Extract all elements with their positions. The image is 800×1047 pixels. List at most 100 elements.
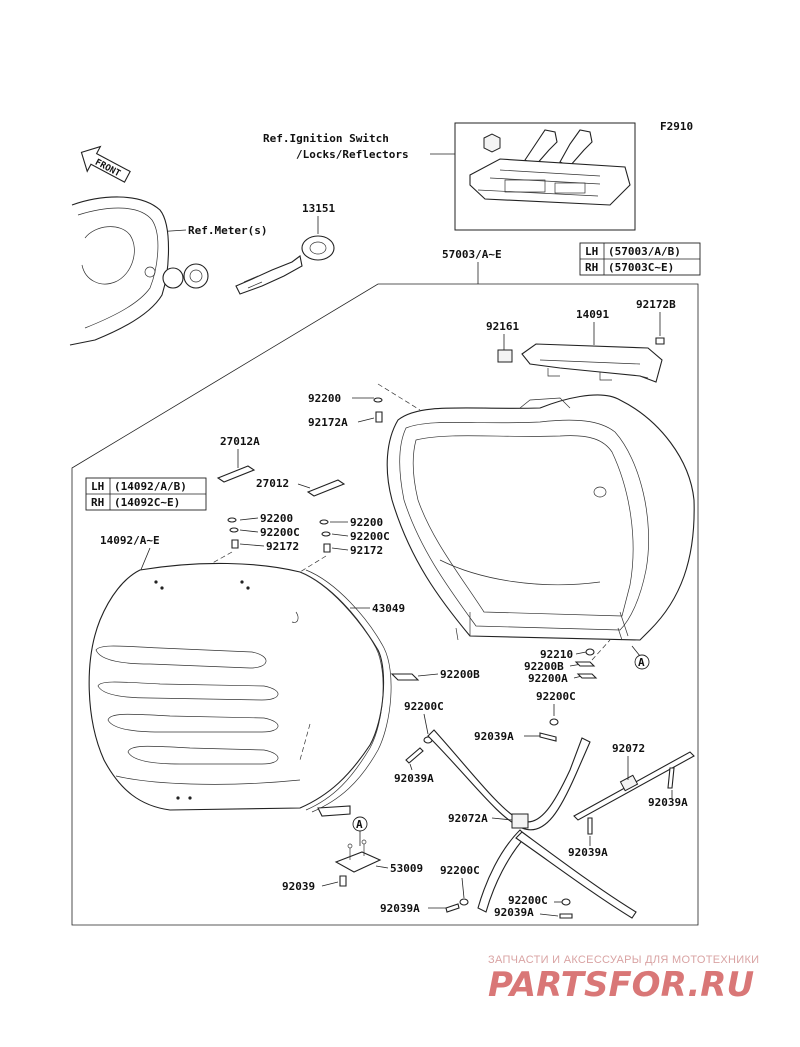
bracket-27012A [216, 465, 256, 483]
screw-icon [655, 337, 665, 345]
assembly-frame [71, 283, 699, 926]
callout-92172-right: 92172 [350, 544, 383, 557]
figure-code: F2910 [660, 120, 693, 133]
callout-92200C-b: 92200C [404, 700, 444, 713]
callout-92072A: 92072A [448, 812, 488, 825]
hardware-group-right [319, 519, 331, 553]
ref-meter: Ref.Meter(s) [188, 224, 267, 237]
leader-line [409, 763, 413, 771]
ref-ignition-line2: /Locks/Reflectors [296, 148, 409, 161]
table-parts: (57003/A/B) [608, 245, 681, 258]
callout-14092: 14092/A~E [100, 534, 160, 547]
leader-line [417, 673, 439, 677]
table-parts: (14092/A/B) [114, 480, 187, 493]
callout-92200C-a: 92200C [536, 690, 576, 703]
nut-icon [549, 718, 559, 726]
callout-14091: 14091 [576, 308, 609, 321]
callout-92161: 92161 [486, 320, 519, 333]
callout-92200C-c: 92200C [440, 864, 480, 877]
callout-92039A-c: 92039A [648, 796, 688, 809]
callout-92039A-e: 92039A [380, 902, 420, 915]
nut-icon [561, 898, 571, 906]
marker-A-right [634, 654, 650, 670]
table-parts: (14092C~E) [114, 496, 180, 509]
callout-92039A-f: 92039A [494, 906, 534, 919]
screw-icon [587, 817, 593, 835]
leader-line [199, 551, 327, 573]
callout-92200C-d: 92200C [508, 894, 548, 907]
leader-line [491, 817, 513, 821]
screw-icon [667, 767, 675, 789]
strap-92072 [573, 751, 695, 821]
leader-line [591, 639, 611, 661]
table-side: RH [91, 496, 104, 509]
callout-13151: 13151 [302, 202, 335, 215]
table-side: LH [585, 245, 598, 258]
table-side: LH [91, 480, 104, 493]
leader-line [423, 713, 429, 735]
callout-92200A-right: 92200A [528, 672, 568, 685]
callout-92039A-b: 92039A [394, 772, 434, 785]
callout-92039A-d: 92039A [568, 846, 608, 859]
nut-icon [585, 648, 595, 656]
callout-92200-left: 92200 [260, 512, 293, 525]
lower-bracket [317, 805, 351, 817]
callout-53009: 53009 [390, 862, 423, 875]
callout-92172-left: 92172 [266, 540, 299, 553]
callout-57003: 57003/A~E [442, 248, 502, 261]
leader-line [631, 645, 641, 657]
callout-92200-top: 92200 [308, 392, 341, 405]
leader-line [539, 913, 559, 917]
callout-92210: 92210 [540, 648, 573, 661]
watermark-brand: PARTSFOR.RU [488, 965, 754, 1005]
hardware-group-left [227, 517, 239, 549]
grommet-92200B [390, 673, 420, 681]
screw-icon [405, 747, 424, 764]
callout-27012: 27012 [256, 477, 289, 490]
bracket-27012 [306, 479, 346, 497]
callout-92200B-mid: 92200B [440, 668, 480, 681]
table-side: RH [585, 261, 598, 274]
nut-icon [497, 349, 513, 363]
keys-and-module-illustration [469, 129, 631, 206]
leader-line [357, 417, 375, 423]
callout-92200C-left: 92200C [260, 526, 300, 539]
callout-27012A: 27012A [220, 435, 260, 448]
ref-ignition-line1: Ref.Ignition Switch [263, 132, 389, 145]
callout-92039: 92039 [282, 880, 315, 893]
leader-line [139, 547, 151, 573]
leader-line [239, 529, 259, 533]
grommet-icon [574, 661, 596, 667]
front-arrow-icon: FRONT [80, 145, 131, 183]
washer-icon [373, 397, 383, 403]
screw-icon [559, 913, 573, 919]
saddlebag-outer-cover-14092 [88, 562, 385, 811]
ignition-lock-cylinder-illustration [235, 235, 335, 295]
leader-line [575, 651, 587, 655]
leader-line [377, 383, 421, 411]
callout-92172A-top: 92172A [308, 416, 348, 429]
leader-line [331, 533, 349, 537]
table-parts: (57003C~E) [608, 261, 674, 274]
meter-housing-illustration [69, 196, 209, 346]
marker-A-right-label: A [638, 656, 645, 669]
trim-cover-14091 [521, 343, 663, 383]
screw-icon [339, 875, 347, 887]
callout-92200C-right: 92200C [350, 530, 390, 543]
leader-line [375, 865, 389, 869]
screw-icon [445, 903, 460, 913]
marker-A-left-label: A [356, 818, 363, 831]
leader-line [239, 517, 259, 521]
callout-92200-right: 92200 [350, 516, 383, 529]
leader-line [239, 543, 265, 547]
leader-line [297, 483, 311, 489]
screw-icon [539, 732, 557, 742]
callout-92039A-a: 92039A [474, 730, 514, 743]
seal-43049 [299, 571, 384, 811]
leader-line [461, 877, 465, 899]
strap-92072A [427, 729, 637, 919]
callout-92200B-right: 92200B [524, 660, 564, 673]
leader-line [299, 723, 311, 761]
saddlebag-inner-body-57003 [386, 394, 695, 641]
